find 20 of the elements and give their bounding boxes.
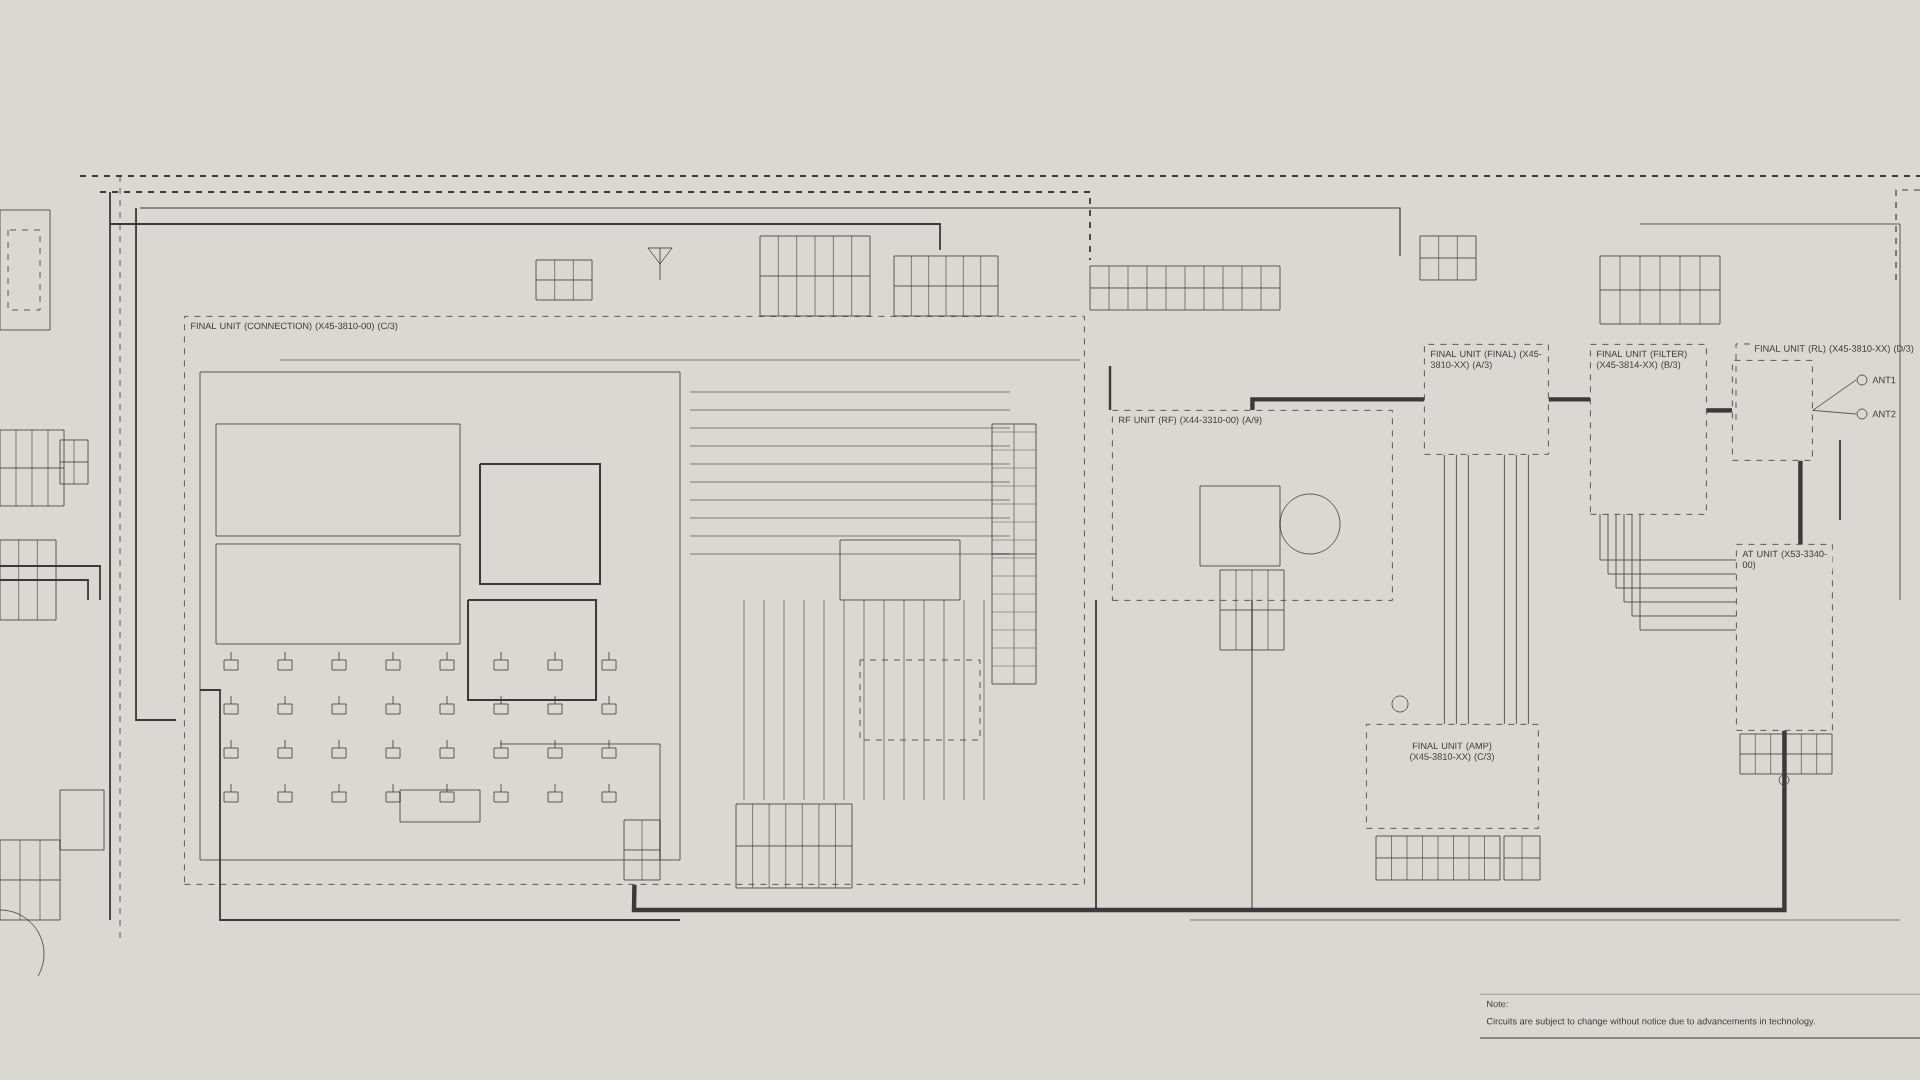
cable-line — [1528, 454, 1529, 725]
cable-line — [1812, 379, 1857, 411]
cable-line — [1468, 454, 1469, 725]
round-connector — [1279, 493, 1341, 555]
cable-line — [1812, 410, 1857, 415]
cable-line — [631, 730, 1787, 913]
cable-line — [1706, 408, 1732, 413]
cable-line — [1504, 454, 1505, 725]
cable-line — [1250, 397, 1424, 410]
cable-line — [1599, 513, 1737, 561]
cable-line — [1456, 454, 1457, 725]
cable-line — [1615, 513, 1737, 589]
cable-line — [1623, 513, 1737, 603]
cable-line — [1516, 454, 1517, 725]
cable-line — [1631, 513, 1737, 617]
cable-line — [1798, 460, 1803, 544]
cable-line — [1639, 513, 1737, 631]
cable-line — [1444, 454, 1445, 725]
cable-line — [1548, 397, 1590, 402]
cable-line — [1607, 513, 1737, 575]
